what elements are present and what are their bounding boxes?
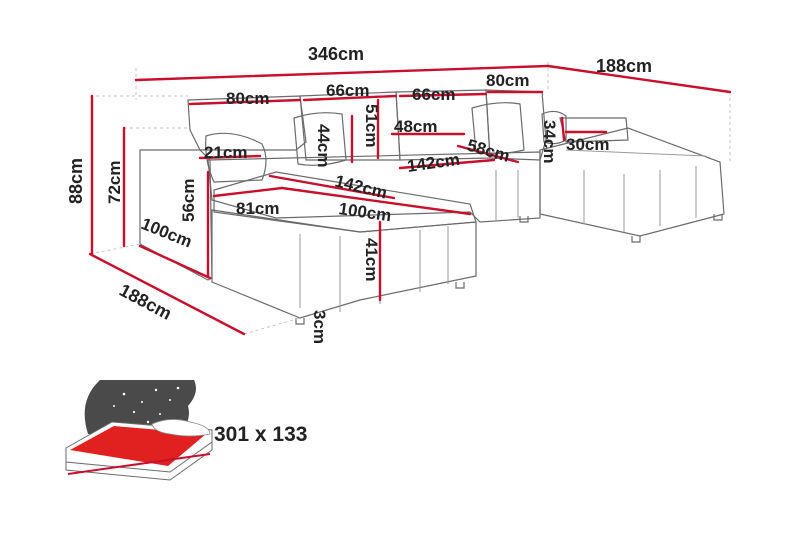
chaise-right xyxy=(539,127,725,237)
dim-left-back-width: 80cm xyxy=(226,89,269,108)
leg xyxy=(295,318,305,325)
dim-right-back-height: 34cm xyxy=(540,120,559,163)
chaise-left-front xyxy=(211,209,477,319)
leg xyxy=(631,236,641,243)
dim-side-height: 72cm xyxy=(105,161,124,204)
left-armrest xyxy=(139,149,213,281)
dim-right-depth: 188cm xyxy=(596,56,652,76)
dim-right-back-width: 80cm xyxy=(486,71,529,90)
dim-total-width: 346cm xyxy=(308,44,364,64)
sleep-function-icon xyxy=(65,380,213,481)
dim-left-depth: 188cm xyxy=(116,280,175,324)
dim-back-cushion-height: 51cm xyxy=(362,104,381,147)
dim-chaise-width: 81cm xyxy=(236,199,279,218)
dim-armrest-width: 21cm xyxy=(204,143,247,162)
dim-arm-height: 56cm xyxy=(179,179,198,222)
dim-total-height: 88cm xyxy=(66,158,86,204)
dim-center-back-1: 66cm xyxy=(326,81,369,100)
dim-seat-width-center: 142cm xyxy=(406,150,461,176)
dim-right-arm-width: 30cm xyxy=(566,135,609,154)
dimension-lines xyxy=(88,64,732,336)
dimension-labels: 346cm 188cm 80cm 66cm 66cm 80cm 88cm 72c… xyxy=(66,44,652,344)
pillow-center xyxy=(293,112,347,166)
pillow-left xyxy=(205,132,267,183)
dim-center-back-2: 66cm xyxy=(412,85,455,104)
leg xyxy=(713,214,723,221)
dim-seat-depth-1: 48cm xyxy=(394,117,437,136)
dim-leg-height: 3cm xyxy=(310,310,329,344)
dim-pillow-height: 44cm xyxy=(314,124,333,167)
leg xyxy=(519,216,529,223)
dim-seat-height: 41cm xyxy=(362,238,381,281)
bed-size-label: 301 x 133 xyxy=(214,423,307,446)
leg xyxy=(455,282,465,289)
